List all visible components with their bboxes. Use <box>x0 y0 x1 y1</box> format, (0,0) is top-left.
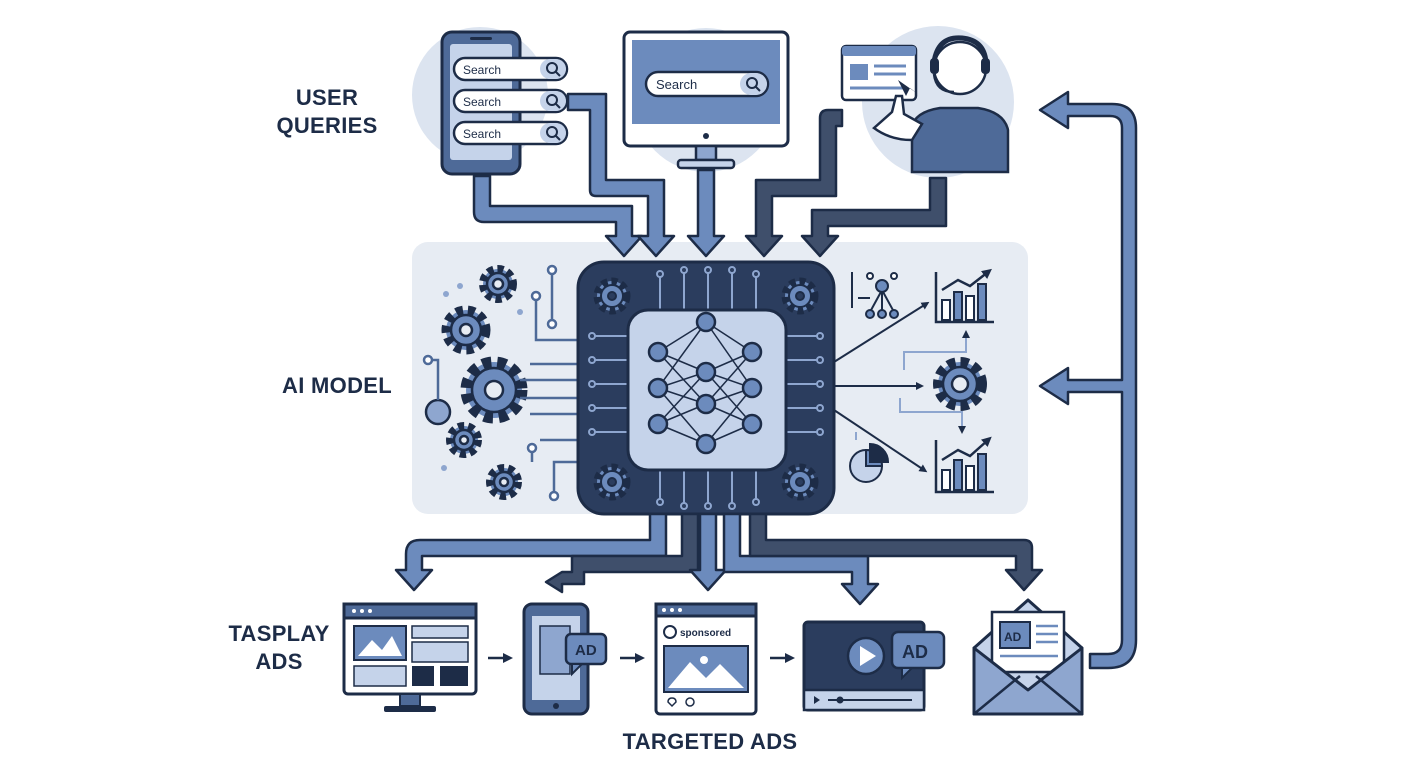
gear-icon <box>460 356 528 424</box>
gear-icon <box>933 357 987 411</box>
phone-search-text-1: Search <box>463 63 501 77</box>
video-ad-icon: AD <box>802 620 946 712</box>
bar-chart-icon <box>934 268 994 324</box>
phone-search-text-2: Search <box>463 95 501 109</box>
gear-icon <box>446 422 482 458</box>
mobile-ad-icon: AD <box>522 602 608 716</box>
browser-ad-icon <box>342 602 478 712</box>
ai-model-label: AI MODEL <box>282 373 392 398</box>
user-queries-line1: USER <box>295 85 359 110</box>
monitor-search-text: Search <box>656 77 697 92</box>
gear-icon <box>441 305 491 355</box>
agent-headset-icon <box>840 35 1010 174</box>
network-node-icon <box>865 272 899 319</box>
pie-chart-icon <box>849 442 890 483</box>
targeted-ads-label: TARGETED ADS <box>622 729 798 754</box>
display-ads-label: TASPLAY ADS <box>214 620 344 676</box>
gear-icon <box>479 265 517 303</box>
social-post-icon: sponsored <box>654 602 758 716</box>
bar-chart-icon <box>934 436 994 494</box>
display-ads-line2: ADS <box>255 649 303 674</box>
display-ads-line1: TASPLAY <box>228 621 330 646</box>
gear-icon <box>486 464 522 500</box>
user-queries-label: USER QUERIES <box>262 84 392 140</box>
input-arrows <box>472 92 948 258</box>
phone-search-bar-2[interactable]: Search <box>452 88 569 114</box>
left-circuit-dots <box>422 264 560 502</box>
phone-search-bar-1[interactable]: Search <box>452 56 569 82</box>
email-ad-icon: AD <box>972 598 1084 716</box>
mobile-ad-badge: AD <box>575 642 597 659</box>
right-connectors <box>833 272 970 473</box>
left-gears <box>424 265 528 500</box>
video-ad-badge: AD <box>902 642 928 662</box>
monitor-search-bar[interactable]: Search <box>644 70 770 98</box>
chip-icon <box>576 260 836 516</box>
neural-network-icon <box>647 311 763 455</box>
phone-search-text-3: Search <box>463 127 501 141</box>
monitor-icon <box>622 30 790 170</box>
output-arrows <box>394 512 1044 606</box>
user-queries-line2: QUERIES <box>276 113 378 138</box>
email-ad-badge: AD <box>1004 630 1022 644</box>
feedback-loop-arrows <box>1038 90 1138 670</box>
sponsored-label: sponsored <box>680 628 731 639</box>
phone-search-bar-3[interactable]: Search <box>452 120 569 146</box>
